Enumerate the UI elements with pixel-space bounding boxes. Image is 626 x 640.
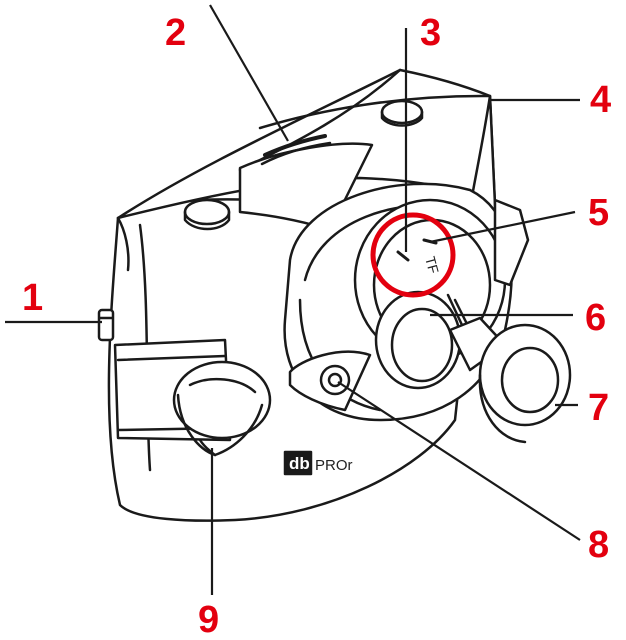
leader-line-2 <box>209 4 289 142</box>
callout-6: 6 <box>585 297 606 339</box>
model-text: PROr <box>315 457 353 474</box>
callout-4: 4 <box>590 79 611 121</box>
logo-text: db <box>289 454 310 473</box>
highlight-circle <box>370 212 456 298</box>
leader-line-8 <box>337 381 581 541</box>
callout-8: 8 <box>588 524 609 566</box>
leader-lines <box>5 4 581 595</box>
device-body <box>97 68 572 522</box>
callout-1: 1 <box>22 277 43 319</box>
leader-line-5 <box>429 210 576 244</box>
callout-3: 3 <box>420 12 441 54</box>
callout-9: 9 <box>198 599 219 640</box>
device-markings: db PROr TF <box>289 255 442 474</box>
callout-2: 2 <box>165 12 186 54</box>
callout-labels: 1 2 3 4 5 6 7 8 9 <box>22 12 611 640</box>
lens-marking-text: TF <box>422 255 442 276</box>
callout-7: 7 <box>588 387 609 429</box>
callout-5: 5 <box>588 192 609 234</box>
